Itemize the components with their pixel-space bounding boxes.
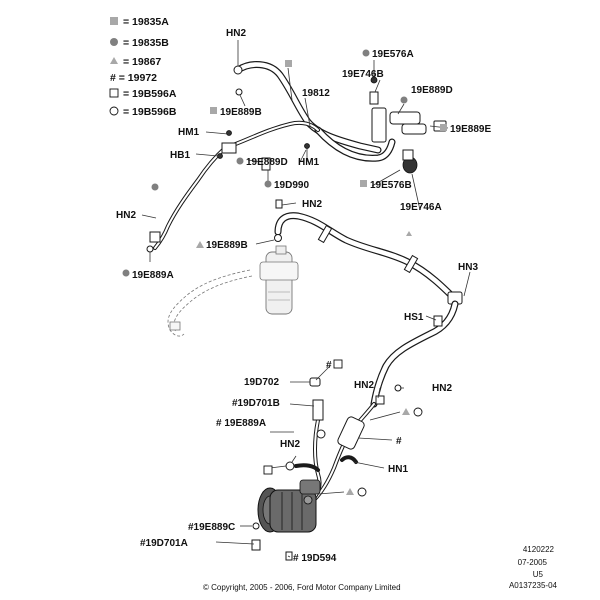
callout-hash-square: # (326, 360, 332, 371)
callout-19d702: 19D702 (244, 377, 279, 388)
lower-assembly (251, 377, 402, 561)
hose-bracket (221, 142, 237, 154)
middle-hose-assembly (274, 199, 463, 408)
callout-19e889d-mid: 19E889D (246, 157, 288, 168)
legend-item-2: = 19867 (123, 56, 161, 68)
drawing-meta: 4120222 07-2005 U5 A0137235-04 (509, 545, 558, 590)
callout-hb1: HB1 (170, 150, 190, 161)
compressor (257, 479, 321, 533)
copyright-text: © Copyright, 2005 - 2006, Ford Motor Com… (203, 583, 401, 592)
callout-hn2-low-a: HN2 (354, 380, 374, 391)
callout-19e746b: 19E746B (342, 69, 384, 80)
meta-line-3: U5 (533, 570, 544, 579)
manifold-block-right (389, 111, 421, 125)
legend-square-filled-icon (110, 17, 118, 25)
callout-hn2-low-c: HN2 (280, 439, 300, 450)
callout-19e746a: 19E746A (400, 202, 442, 213)
callout-19812: 19812 (302, 88, 330, 99)
o-ring-top (235, 88, 243, 96)
receiver-drier (167, 245, 299, 337)
callout-hn3: HN3 (458, 262, 478, 273)
callout-19e889a-low: # 19E889A (216, 418, 266, 429)
legend-triangle-filled-icon (110, 57, 118, 64)
callout-hn1: HN1 (388, 464, 408, 475)
callout-19e889b-center: 19E889B (206, 240, 248, 251)
callout-19d701b: #19D701B (232, 398, 280, 409)
legend-item-3: # = 19972 (110, 72, 157, 84)
leader-lines (141, 40, 471, 558)
callout-19e889c: #19E889C (188, 522, 235, 533)
callout-19e576a: 19E576A (372, 49, 414, 60)
legend-circle-filled-icon (110, 38, 118, 46)
callout-19e889a-left: 19E889A (132, 270, 174, 281)
callout-19e889b-top: 19E889B (220, 107, 262, 118)
legend-circle-open-icon (109, 106, 119, 116)
callout-hm1-mid: HM1 (298, 157, 320, 168)
muffler (337, 416, 365, 450)
meta-line-4: A0137235-04 (509, 581, 558, 590)
callout-19e889e: 19E889E (450, 124, 491, 135)
callout-19d701a: #19D701A (140, 538, 188, 549)
callout-hn2-center: HN2 (302, 199, 322, 210)
callout-hn2-top: HN2 (226, 28, 246, 39)
meta-line-2: 07-2005 (518, 558, 548, 567)
legend: = 19835A = 19835B = 19867 # = 19972 = 19… (109, 16, 177, 118)
callout-hm1-left: HM1 (178, 127, 200, 138)
upper-hose-assembly (146, 61, 447, 253)
legend-square-open-icon (109, 88, 119, 98)
legend-item-5: = 19B596B (123, 106, 177, 118)
manifold-block-upper (371, 107, 387, 143)
legend-item-4: = 19B596A (123, 88, 177, 100)
legend-item-1: = 19835B (123, 37, 169, 49)
callout-19d594: # 19D594 (293, 553, 337, 564)
callouts: HN2 19812 19E889B HM1 HB1 19E889D HM1 19… (116, 28, 491, 564)
legend-item-0: = 19835A (123, 16, 169, 28)
callout-19e576b: 19E576B (370, 180, 412, 191)
callout-19e889d-right: 19E889D (411, 85, 453, 96)
meta-line-1: 4120222 (523, 545, 555, 554)
callout-hn2-left: HN2 (116, 210, 136, 221)
callout-hs1: HS1 (404, 312, 424, 323)
callout-hash-low: # (396, 436, 402, 447)
manifold-block-right-lower (401, 123, 427, 135)
callout-hn2-low-b: HN2 (432, 383, 452, 394)
callout-19d990: 19D990 (274, 180, 309, 191)
